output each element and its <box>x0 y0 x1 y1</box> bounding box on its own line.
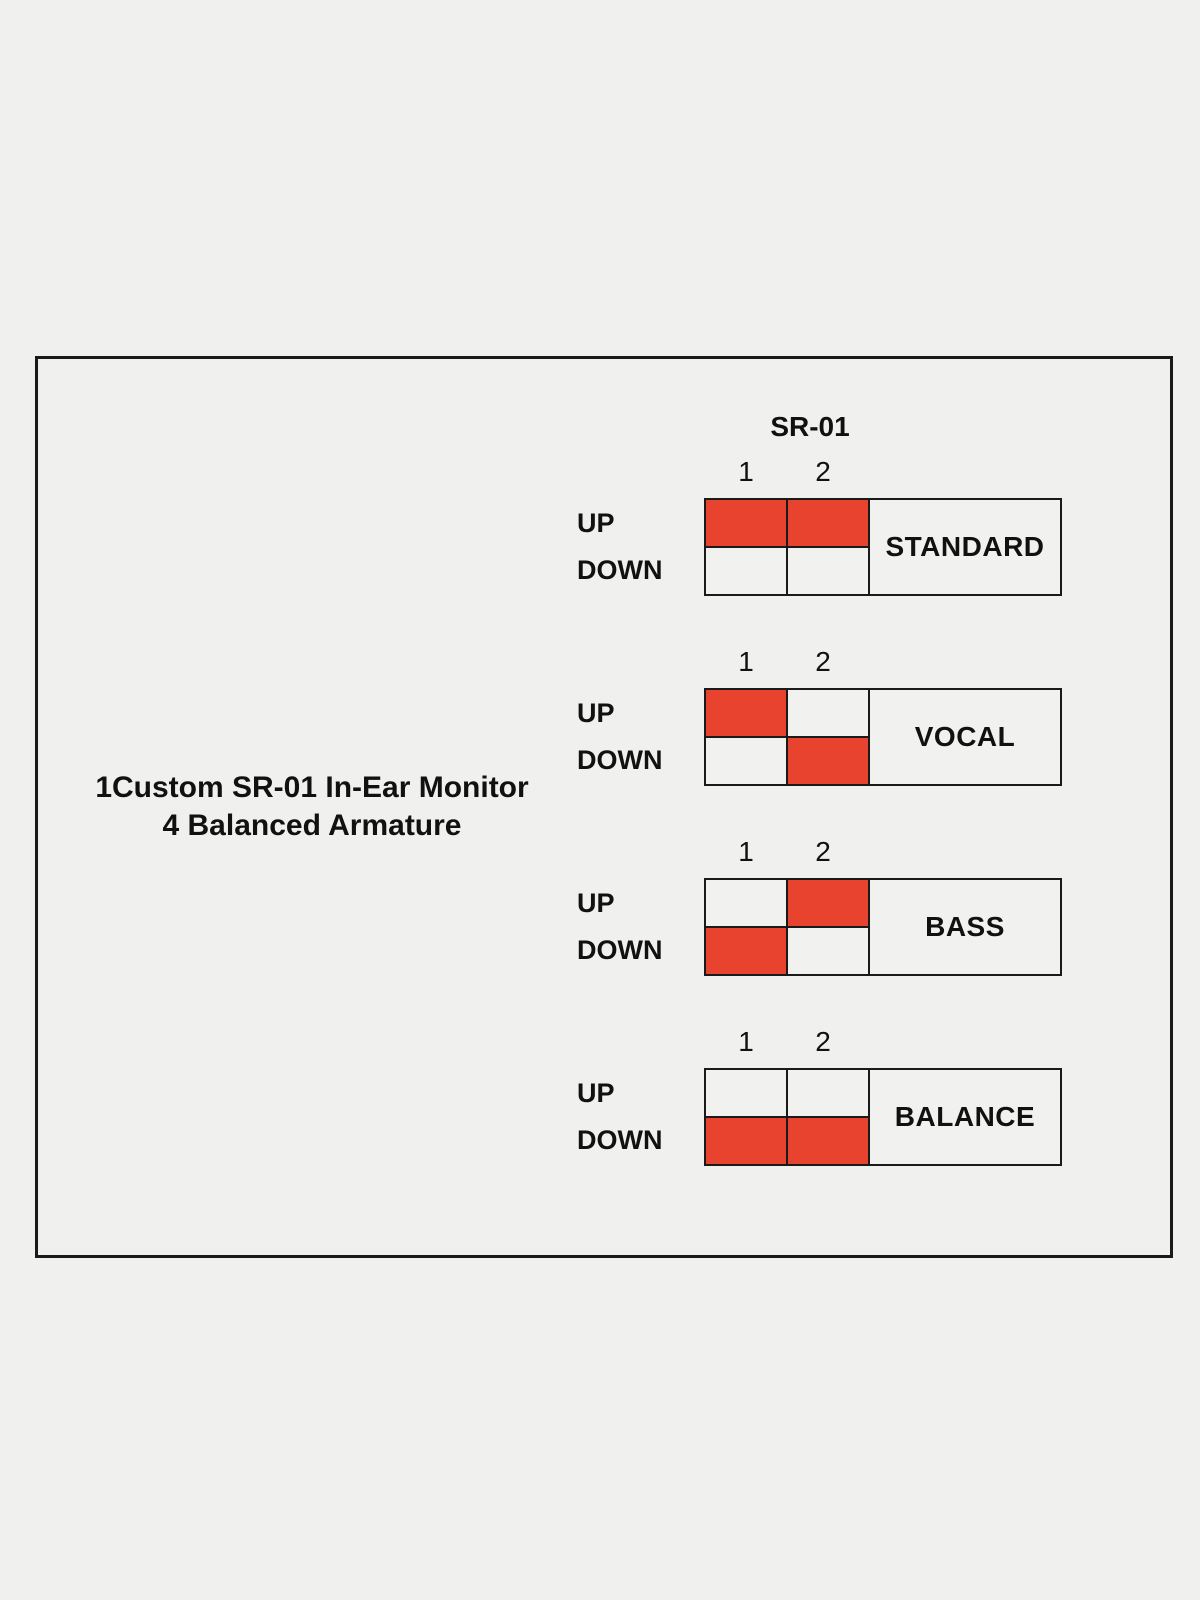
switch-block-bass: 1 2 UP DOWN BASS <box>565 833 1085 978</box>
switch-table: STANDARD <box>704 498 1062 596</box>
mode-label: VOCAL <box>914 721 1016 752</box>
column-label-1: 1 <box>738 836 754 867</box>
column-label-1: 1 <box>738 456 754 487</box>
row-label-up: UP <box>577 888 615 918</box>
mode-label-box: VOCAL <box>870 690 1060 784</box>
switch-1-down-cell <box>706 1118 786 1164</box>
column-label-1: 1 <box>738 646 754 677</box>
device-title-line1: 1Custom SR-01 In-Ear Monitor <box>95 771 529 804</box>
mode-label: BALANCE <box>894 1101 1036 1132</box>
row-label-up: UP <box>577 508 615 538</box>
mode-label-box: STANDARD <box>870 500 1060 594</box>
row-label-up: UP <box>577 698 615 728</box>
switch-table: VOCAL <box>704 688 1062 786</box>
switch-1-up-cell <box>706 690 786 736</box>
column-label-1: 1 <box>738 1026 754 1057</box>
switch-2-down-cell <box>788 928 868 974</box>
switch-1-up-cell <box>706 880 786 926</box>
switch-2-down-cell <box>788 548 868 594</box>
switch-1-up-cell <box>706 1070 786 1116</box>
mode-label: STANDARD <box>885 531 1045 562</box>
switch-2-up-cell <box>788 500 868 546</box>
switch-2-up-cell <box>788 880 868 926</box>
mode-label-box: BASS <box>870 880 1060 974</box>
switch-block-vocal: 1 2 UP DOWN VOCAL <box>565 643 1085 788</box>
switch-1-down-cell <box>706 738 786 784</box>
mode-label: BASS <box>925 911 1005 942</box>
switch-2-down-cell <box>788 738 868 784</box>
switch-block-standard: 1 2 UP DOWN STANDARD <box>565 453 1085 598</box>
device-title-line2: 4 Balanced Armature <box>162 809 462 842</box>
row-label-down: DOWN <box>577 1125 663 1155</box>
row-label-down: DOWN <box>577 555 663 585</box>
column-label-2: 2 <box>815 1026 831 1057</box>
row-label-down: DOWN <box>577 935 663 965</box>
device-title: 1Custom SR-01 In-Ear Monitor 4 Balanced … <box>52 769 572 845</box>
column-label-2: 2 <box>815 456 831 487</box>
model-header: SR-01 <box>770 411 850 442</box>
switch-table: BALANCE <box>704 1068 1062 1166</box>
row-label-down: DOWN <box>577 745 663 775</box>
diagram-border-box: 1Custom SR-01 In-Ear Monitor 4 Balanced … <box>35 356 1173 1258</box>
switch-1-down-cell <box>706 548 786 594</box>
switch-table: BASS <box>704 878 1062 976</box>
switch-block-balance: 1 2 UP DOWN BALANCE <box>565 1023 1085 1168</box>
row-label-up: UP <box>577 1078 615 1108</box>
column-label-2: 2 <box>815 646 831 677</box>
column-label-2: 2 <box>815 836 831 867</box>
switch-1-up-cell <box>706 500 786 546</box>
switch-2-up-cell <box>788 690 868 736</box>
switch-2-down-cell <box>788 1118 868 1164</box>
switch-2-up-cell <box>788 1070 868 1116</box>
switch-1-down-cell <box>706 928 786 974</box>
mode-label-box: BALANCE <box>870 1070 1060 1164</box>
